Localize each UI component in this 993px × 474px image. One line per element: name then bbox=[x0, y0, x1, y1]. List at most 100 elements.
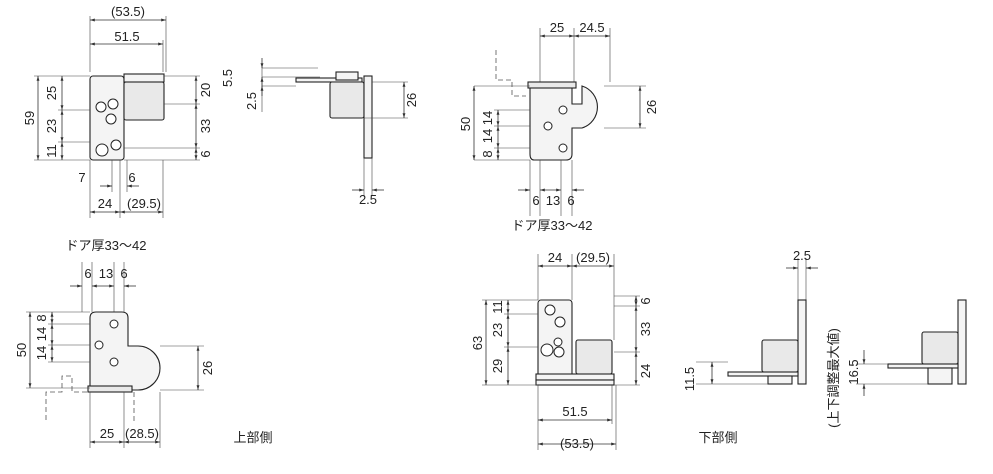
door-outline bbox=[495, 50, 526, 97]
screw-hole bbox=[94, 340, 104, 350]
screw-hole bbox=[544, 304, 556, 316]
plan-flange bbox=[527, 81, 577, 89]
dim-63: 63 bbox=[470, 336, 485, 350]
dim-width: 51.5 bbox=[114, 29, 139, 44]
plan-plate bbox=[529, 85, 598, 161]
dim-6b: 6 bbox=[128, 170, 135, 185]
screw-hole bbox=[558, 105, 568, 115]
lower-side-view: 2.5 11.5 16.5 (上下調整最大値) bbox=[682, 248, 967, 428]
screw-hole bbox=[109, 357, 119, 367]
dim-6: 6 bbox=[638, 297, 653, 304]
dim-6: 6 bbox=[198, 150, 213, 157]
dim-6b: 6 bbox=[120, 266, 127, 281]
lower-plan-view: ドア厚33～42 6 13 6 50 8 14 14 26 bbox=[14, 238, 215, 448]
dim-overall-width: (53.5) bbox=[111, 4, 145, 19]
dim-33: 33 bbox=[638, 322, 653, 336]
plan-flange-lower bbox=[87, 385, 133, 393]
dim-14b: 14 bbox=[480, 129, 495, 143]
dim-7: 7 bbox=[78, 170, 85, 185]
upper-plan-view: 25 24.5 50 14 14 8 26 6 13 bbox=[458, 20, 659, 233]
pivot-block-lower bbox=[575, 339, 613, 375]
dim-26: 26 bbox=[404, 93, 419, 107]
dim-13: 13 bbox=[546, 193, 560, 208]
dim-2-5-bottom: 2.5 bbox=[359, 192, 377, 207]
plate-edge-lower bbox=[727, 371, 799, 377]
base-flange bbox=[535, 373, 615, 381]
bracket-side bbox=[363, 75, 373, 159]
door-thickness-label: ドア厚33～42 bbox=[66, 238, 147, 253]
dim-11-5: 11.5 bbox=[682, 367, 697, 391]
dim-2-5: 2.5 bbox=[244, 92, 259, 110]
screw-hole bbox=[110, 139, 122, 151]
dim-24: 24 bbox=[98, 196, 112, 211]
dim-13: 13 bbox=[99, 266, 113, 281]
adjust-base-raised bbox=[927, 367, 953, 385]
upper-front-view: (53.5) 51.5 59 25 23 11 20 33 bbox=[22, 4, 213, 218]
screw-hole bbox=[543, 121, 553, 131]
screw-hole bbox=[553, 346, 565, 358]
dim-height-total: 59 bbox=[22, 111, 37, 125]
dim-6b: 6 bbox=[567, 193, 574, 208]
dim-50: 50 bbox=[14, 343, 29, 357]
upper-side-label: 上部側 bbox=[233, 430, 272, 445]
screw-hole bbox=[95, 143, 109, 157]
pivot-block bbox=[123, 81, 165, 121]
lower-front-view: 24 (29.5) 63 11 23 29 6 33 24 bbox=[470, 250, 653, 451]
screw-hole bbox=[558, 143, 568, 153]
plate-edge bbox=[295, 77, 363, 83]
screw-hole bbox=[540, 343, 554, 357]
dim-11: 11 bbox=[44, 144, 59, 158]
screw-hole bbox=[109, 319, 119, 329]
pivot-block-raised bbox=[921, 331, 959, 365]
pivot-block-side bbox=[329, 81, 365, 119]
dim-29-5: (29.5) bbox=[576, 250, 610, 265]
dim-6: 6 bbox=[84, 266, 91, 281]
dim-51-5: 51.5 bbox=[562, 404, 587, 419]
dim-53-5: (53.5) bbox=[560, 436, 594, 451]
bracket-side-raised bbox=[957, 299, 967, 385]
dim-23: 23 bbox=[490, 323, 505, 337]
dim-5-5: 5.5 bbox=[220, 69, 235, 87]
screw-hole bbox=[105, 113, 117, 125]
dim-25: 25 bbox=[550, 20, 564, 35]
dim-26: 26 bbox=[644, 100, 659, 114]
dim-25: 25 bbox=[44, 86, 59, 100]
screw-hole bbox=[554, 316, 566, 328]
dim-50: 50 bbox=[458, 117, 473, 131]
adjust-max-label: (上下調整最大値) bbox=[826, 328, 841, 428]
pivot-flange bbox=[123, 73, 165, 83]
dim-24: 24 bbox=[548, 250, 562, 265]
dim-29: 29 bbox=[490, 359, 505, 373]
dim-33: 33 bbox=[198, 119, 213, 133]
dim-2-5: 2.5 bbox=[793, 248, 811, 263]
dim-8: 8 bbox=[34, 314, 49, 321]
dim-25: 25 bbox=[100, 426, 114, 441]
dim-20: 20 bbox=[198, 83, 213, 97]
dim-14: 14 bbox=[480, 111, 495, 125]
screw-hole bbox=[553, 337, 563, 347]
pivot-block-side-lower bbox=[761, 339, 799, 373]
bracket-side-lower bbox=[797, 299, 807, 385]
upper-side-view: 5.5 2.5 26 2.5 bbox=[220, 58, 419, 207]
dim-16-5: 16.5 bbox=[846, 359, 861, 384]
screw-hole bbox=[107, 98, 119, 110]
dim-6: 6 bbox=[532, 193, 539, 208]
door-outline bbox=[45, 375, 88, 420]
dim-14: 14 bbox=[34, 327, 49, 341]
pivot-cap bbox=[335, 71, 359, 81]
dim-8: 8 bbox=[480, 150, 495, 157]
plate-edge-raised bbox=[887, 363, 959, 369]
dim-23: 23 bbox=[44, 119, 59, 133]
dim-24b: 24 bbox=[638, 364, 653, 378]
dim-28-5: (28.5) bbox=[125, 426, 159, 441]
dim-14b: 14 bbox=[34, 346, 49, 360]
door-thickness-label: ドア厚33～42 bbox=[512, 218, 593, 233]
lower-side-label: 下部側 bbox=[698, 430, 737, 445]
dim-26: 26 bbox=[200, 361, 215, 375]
plan-plate-lower bbox=[89, 311, 161, 391]
base-flange bbox=[535, 379, 615, 386]
dim-24-5: 24.5 bbox=[579, 20, 604, 35]
dim-11: 11 bbox=[490, 300, 505, 314]
screw-hole bbox=[95, 101, 107, 113]
